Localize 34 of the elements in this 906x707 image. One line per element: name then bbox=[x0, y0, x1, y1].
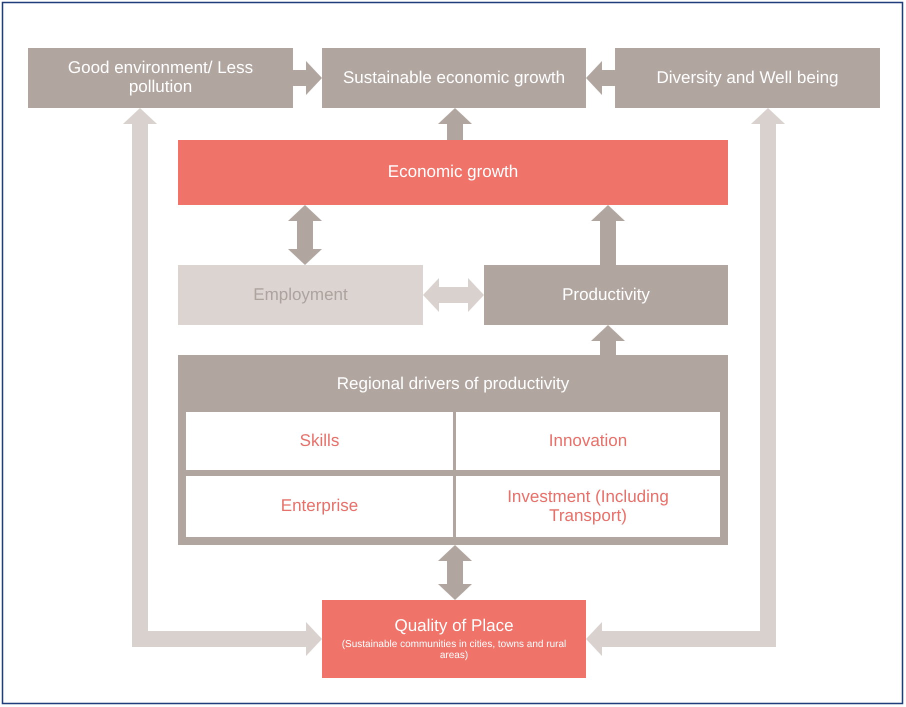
box-label: Investment (Including Transport) bbox=[506, 488, 670, 526]
table-cell bbox=[456, 412, 720, 470]
box-label: Sustainable economic growth bbox=[342, 68, 566, 88]
table-cell bbox=[186, 412, 453, 470]
box-label: Enterprise bbox=[280, 497, 360, 516]
box-label: Productivity bbox=[561, 286, 651, 304]
group-panel bbox=[178, 355, 728, 545]
block-arrow bbox=[586, 61, 615, 95]
process-box bbox=[484, 265, 728, 325]
process-box bbox=[178, 140, 728, 205]
box-label: Diversity and Well being bbox=[655, 68, 840, 88]
block-arrow bbox=[586, 108, 785, 656]
box-label: Innovation bbox=[548, 432, 628, 450]
panel-heading: Regional drivers of productivity bbox=[336, 375, 570, 394]
box-label: Good environment/ Less pollution bbox=[66, 59, 254, 97]
table-cell bbox=[456, 476, 720, 537]
process-box bbox=[615, 48, 880, 108]
process-box bbox=[28, 48, 293, 108]
block-arrow bbox=[423, 278, 484, 312]
block-arrow bbox=[438, 108, 472, 140]
box-label: Skills bbox=[298, 432, 340, 450]
process-box bbox=[322, 600, 586, 678]
block-arrow bbox=[288, 205, 322, 265]
block-arrow bbox=[438, 545, 472, 600]
process-box bbox=[322, 48, 586, 108]
box-note: (Sustainable communities in cities, towns and rural areas) bbox=[340, 639, 568, 662]
block-arrow bbox=[591, 205, 625, 265]
block-arrow bbox=[123, 108, 322, 656]
table-cell bbox=[186, 476, 453, 537]
process-box bbox=[178, 265, 423, 325]
block-arrow bbox=[293, 61, 322, 95]
box-label: Economic growth bbox=[386, 163, 520, 182]
box-label: Quality of Place bbox=[393, 616, 515, 636]
block-arrow bbox=[591, 325, 625, 355]
